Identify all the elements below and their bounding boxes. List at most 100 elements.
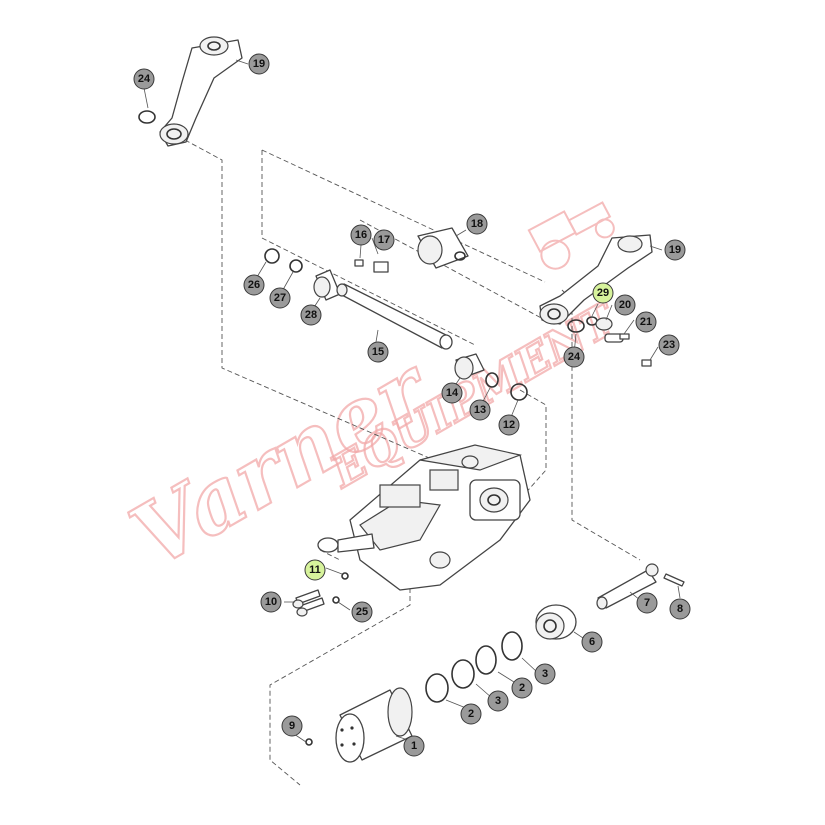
- callout-bubble: [563, 346, 585, 368]
- lift-arm-left: [138, 36, 243, 147]
- callout-bubble: [534, 663, 556, 685]
- callout-bubble: [367, 341, 389, 363]
- callout-label: 9: [289, 720, 295, 732]
- callout-24-top: 24: [133, 68, 155, 90]
- callout-label: 10: [265, 596, 277, 608]
- callout-bubble: [373, 229, 395, 251]
- callout-bubble: [669, 598, 691, 620]
- callout-16: 16: [350, 224, 372, 246]
- callout-bubble: [248, 53, 270, 75]
- callout-bubble: [260, 591, 282, 613]
- callout-label: 2: [519, 682, 525, 694]
- callout-27: 27: [269, 287, 291, 309]
- callout-label: 23: [663, 339, 675, 351]
- callout-24-right: 24: [563, 346, 585, 368]
- callout-bubble: [581, 631, 603, 653]
- watermark-tractor-icon: [527, 201, 615, 270]
- callout-bubble: [403, 735, 425, 757]
- callout-label: 11: [309, 564, 321, 576]
- callout-bubble: [469, 399, 491, 421]
- callout-bubble: [304, 559, 326, 581]
- callout-label: 8: [677, 603, 683, 615]
- callout-bubble: [592, 282, 614, 304]
- callout-23: 23: [658, 334, 680, 356]
- seal-rings: [425, 631, 523, 703]
- callout-bubble: [635, 311, 657, 333]
- callout-label: 6: [589, 636, 595, 648]
- callout-label: 16: [355, 229, 367, 241]
- callout-19-right: 19: [664, 239, 686, 261]
- callout-bubble: [133, 68, 155, 90]
- bolts-group: [292, 589, 340, 617]
- callout-bubble: [243, 274, 265, 296]
- piston: [535, 604, 577, 640]
- callout-18: 18: [466, 213, 488, 235]
- callout-8: 8: [669, 598, 691, 620]
- callout-bubble: [351, 601, 373, 623]
- callout-14: 14: [441, 382, 463, 404]
- callout-1: 1: [403, 735, 425, 757]
- callout-label: 21: [640, 316, 652, 328]
- callout-10: 10: [260, 591, 282, 613]
- callout-label: 18: [471, 218, 483, 230]
- callout-29: 29: [592, 282, 614, 304]
- callout-11: 11: [304, 559, 326, 581]
- callout-label: 17: [378, 234, 390, 246]
- callout-label: 24: [568, 351, 581, 363]
- callout-bubble: [487, 690, 509, 712]
- callout-bubble: [281, 715, 303, 737]
- callout-label: 2: [468, 708, 474, 720]
- callout-label: 26: [248, 279, 260, 291]
- callout-label: 29: [597, 287, 609, 299]
- callout-6: 6: [581, 631, 603, 653]
- callout-9: 9: [281, 715, 303, 737]
- callout-label: 28: [305, 309, 317, 321]
- callout-label: 19: [669, 244, 681, 256]
- hydraulic-housing: [317, 444, 531, 591]
- piston-rod: [596, 563, 685, 610]
- callout-21: 21: [635, 311, 657, 333]
- callout-26: 26: [243, 274, 265, 296]
- callout-15: 15: [367, 341, 389, 363]
- callout-label: 24: [138, 73, 151, 85]
- callout-bubble: [350, 224, 372, 246]
- callout-label: 3: [542, 668, 548, 680]
- callout-label: 7: [644, 597, 650, 609]
- callout-label: 13: [474, 404, 486, 416]
- callout-label: 27: [274, 292, 286, 304]
- callout-bubble: [466, 213, 488, 235]
- leader-lines: [143, 59, 681, 743]
- callout-2-upper: 2: [511, 677, 533, 699]
- lift-shaft-assembly: [264, 227, 528, 401]
- callout-label: 14: [446, 387, 459, 399]
- callout-7: 7: [636, 592, 658, 614]
- callout-label: 15: [372, 346, 384, 358]
- callout-bubble: [614, 294, 636, 316]
- callout-3-upper: 3: [534, 663, 556, 685]
- callout-19-top: 19: [248, 53, 270, 75]
- callout-bubble: [300, 304, 322, 326]
- callout-17: 17: [373, 229, 395, 251]
- callout-bubble: [460, 703, 482, 725]
- callout-bubble: [269, 287, 291, 309]
- callout-2-lower: 2: [460, 703, 482, 725]
- callout-bubble: [658, 334, 680, 356]
- callout-label: 12: [503, 419, 515, 431]
- callout-28: 28: [300, 304, 322, 326]
- callout-20: 20: [614, 294, 636, 316]
- callout-bubble: [441, 382, 463, 404]
- callout-bubble: [636, 592, 658, 614]
- callout-13: 13: [469, 399, 491, 421]
- callout-25: 25: [351, 601, 373, 623]
- callout-bubble: [511, 677, 533, 699]
- callout-label: 25: [356, 606, 368, 618]
- callout-label: 1: [411, 740, 417, 752]
- cylinder: [305, 687, 413, 763]
- callout-label: 3: [495, 695, 501, 707]
- callout-12: 12: [498, 414, 520, 436]
- callout-label: 19: [253, 58, 265, 70]
- callout-label: 20: [619, 299, 631, 311]
- callout-3-lower: 3: [487, 690, 509, 712]
- callout-bubble: [498, 414, 520, 436]
